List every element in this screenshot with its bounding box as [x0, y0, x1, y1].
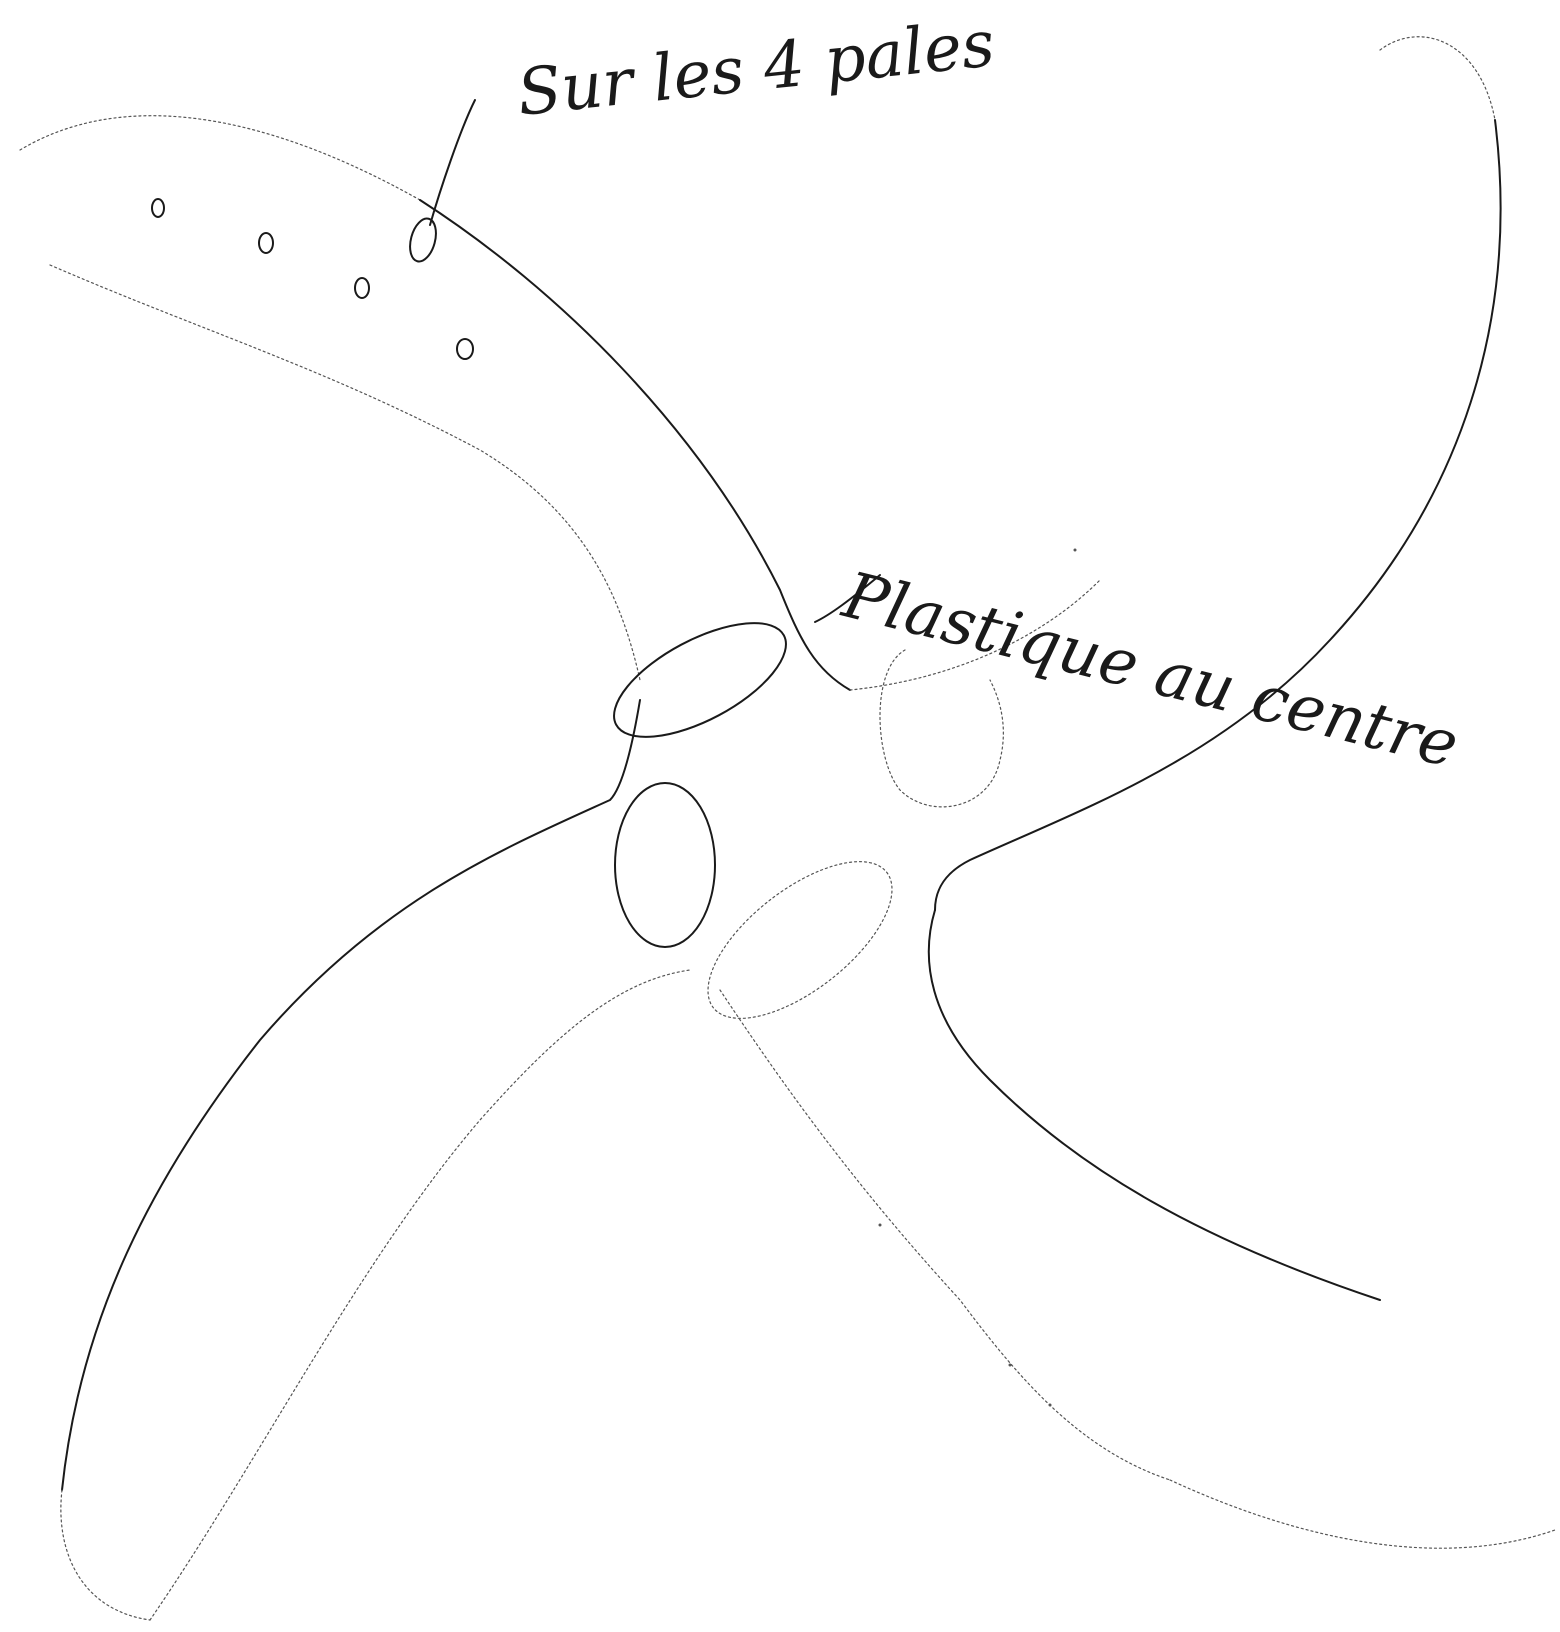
hub-insert-top-left	[597, 600, 802, 760]
stray-dot-3	[879, 1224, 882, 1227]
hub-insert-top-right	[880, 650, 1003, 807]
blade-hole-1	[152, 199, 164, 217]
blade-hole-pointed	[406, 216, 441, 265]
blade-top-left-upper-edge-faint	[20, 116, 420, 200]
blade-bottom-right-lower-edge	[720, 990, 1170, 1480]
blade-bottom-right-tip	[1170, 1480, 1555, 1548]
stray-dot-4	[1074, 549, 1077, 552]
annotation-pointer-top	[430, 100, 475, 225]
blade-hole-4	[457, 339, 473, 359]
blade-bottom-right-upper-edge	[929, 910, 1380, 1300]
blade-hole-2	[259, 233, 273, 253]
blade-hole-3	[355, 278, 369, 298]
blade-top-right-tip	[1380, 37, 1495, 120]
blade-top-left-lower-edge	[50, 265, 640, 680]
blade-top-right-outer-edge	[935, 120, 1501, 910]
stray-dot-2	[1049, 1404, 1052, 1407]
stray-dot-1	[1009, 1364, 1012, 1367]
hub-insert-bottom-left	[615, 783, 715, 947]
blade-bottom-left-inner-edge	[150, 970, 690, 1620]
blade-bottom-left-tip	[61, 1490, 150, 1620]
hub-insert-bottom-right	[683, 833, 918, 1047]
blade-top-left-upper-edge	[420, 200, 850, 690]
blade-bottom-left-outer-edge	[62, 700, 640, 1490]
annotation-top-text: Sur les 4 pales	[514, 7, 998, 131]
